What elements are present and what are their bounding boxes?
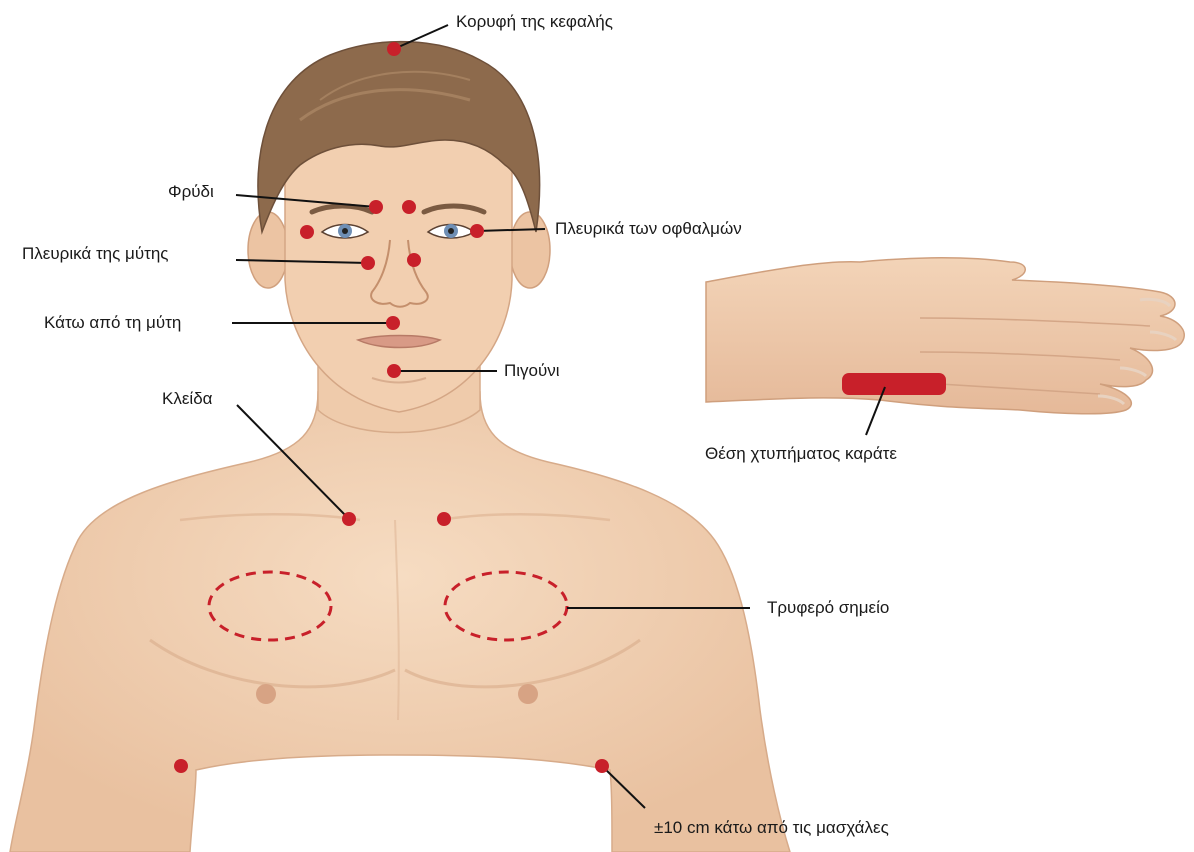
- point-collarbone-right: [437, 512, 451, 526]
- point-under-arm-right: [595, 759, 609, 773]
- label-eyebrow: Φρύδι: [168, 182, 214, 202]
- ear-right: [510, 212, 550, 288]
- point-collarbone-left: [342, 512, 356, 526]
- torso: [10, 392, 790, 852]
- label-side-of-nose: Πλευρικά της μύτης: [22, 244, 168, 264]
- point-side-of-eye-left: [300, 225, 314, 239]
- point-side-of-eye-right: [470, 224, 484, 238]
- point-eyebrow-right: [402, 200, 416, 214]
- point-side-of-nose-left: [361, 256, 375, 270]
- point-crown: [387, 42, 401, 56]
- label-chin: Πιγούνι: [504, 361, 560, 381]
- label-under-arm: ±10 cm κάτω από τις μασχάλες: [654, 818, 889, 838]
- ear-left: [248, 212, 288, 288]
- point-under-arm-left: [174, 759, 188, 773]
- label-sore-spot: Τρυφερό σημείο: [767, 598, 889, 618]
- point-side-of-nose-right: [407, 253, 421, 267]
- point-under-nose: [386, 316, 400, 330]
- nipple-left: [256, 684, 276, 704]
- nipple-right: [518, 684, 538, 704]
- point-chin: [387, 364, 401, 378]
- label-side-of-eyes: Πλευρικά των οφθαλμών: [555, 219, 742, 239]
- label-karate-chop: Θέση χτυπήματος καράτε: [705, 444, 897, 464]
- point-eyebrow-left: [369, 200, 383, 214]
- label-under-nose: Κάτω από τη μύτη: [44, 313, 181, 333]
- label-collarbone: Κλείδα: [162, 389, 213, 409]
- karate-chop-bar: [842, 373, 946, 395]
- label-crown: Κορυφή της κεφαλής: [456, 12, 613, 32]
